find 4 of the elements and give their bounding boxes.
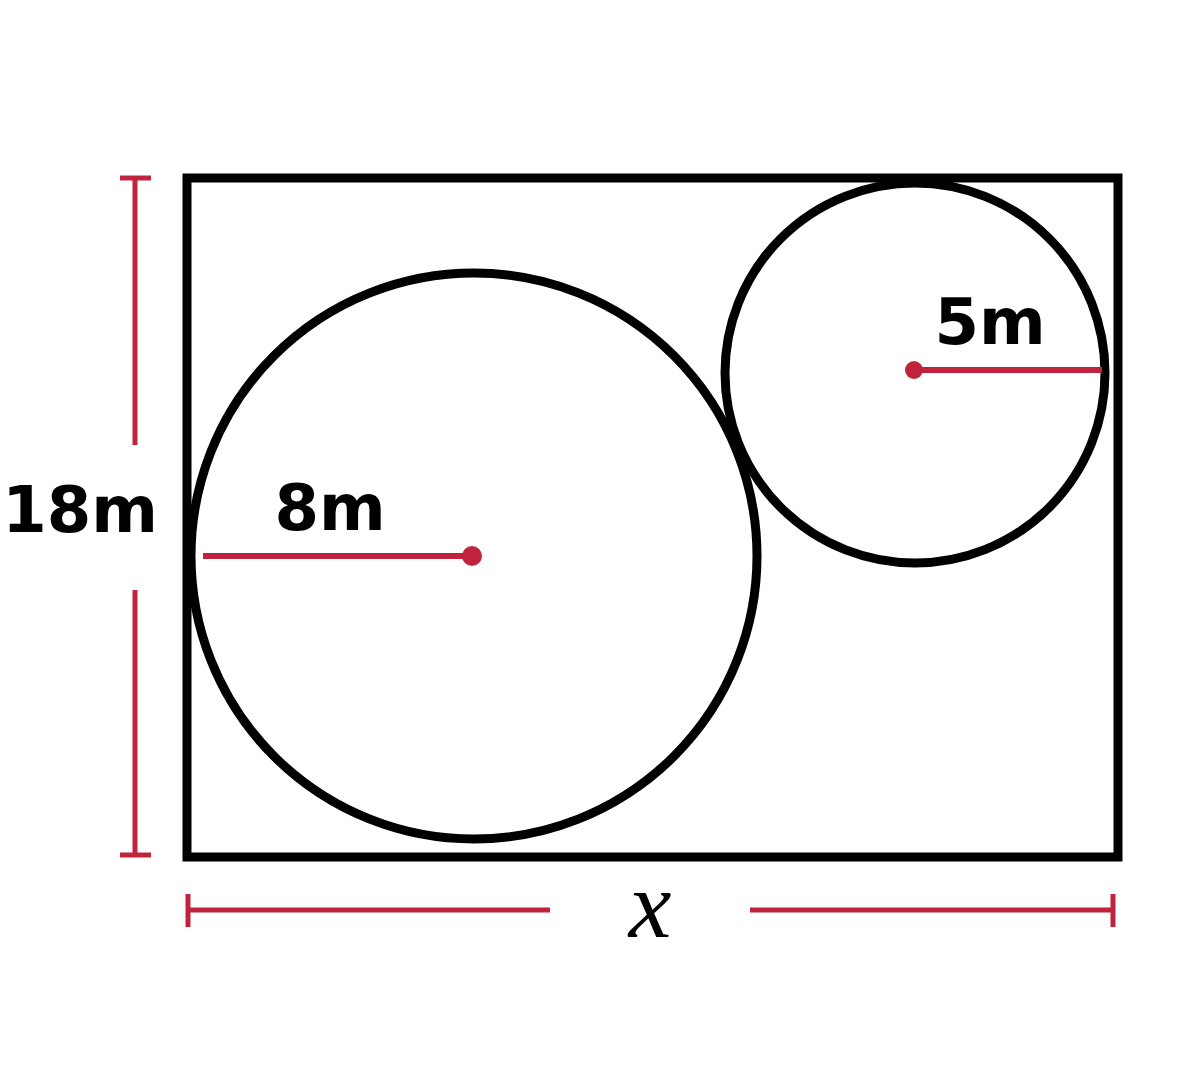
dimension-label: 8m xyxy=(274,476,386,540)
variable-label: x xyxy=(628,857,672,953)
dimension-label: 18m xyxy=(2,478,158,542)
dimension-label: 5m xyxy=(934,290,1046,354)
